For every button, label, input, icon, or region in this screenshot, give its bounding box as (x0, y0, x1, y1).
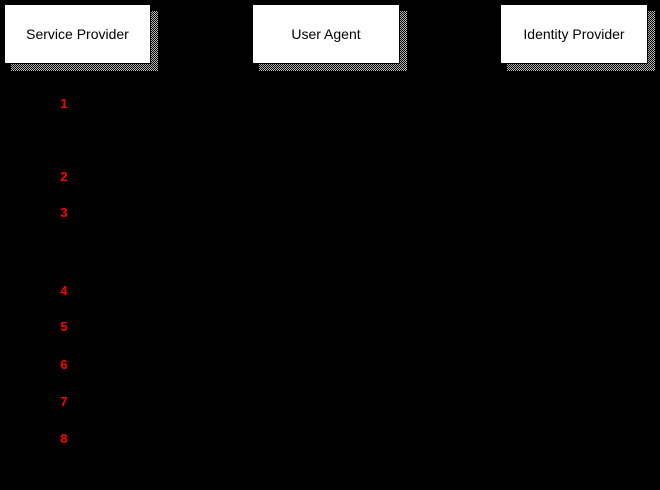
step-number-5: 5 (60, 319, 68, 334)
step-number-8: 8 (60, 431, 68, 446)
participant-user-agent[interactable]: User Agent (252, 4, 407, 71)
step-number-7: 7 (60, 394, 68, 409)
step-number-4: 4 (60, 283, 68, 298)
box-face-user-agent: User Agent (252, 4, 400, 64)
participant-label-identity-provider: Identity Provider (523, 26, 625, 42)
box-face-identity-provider: Identity Provider (500, 4, 648, 64)
box-face-service-provider: Service Provider (4, 4, 151, 64)
participant-service-provider[interactable]: Service Provider (4, 4, 158, 71)
step-number-2: 2 (60, 169, 68, 184)
step-number-1: 1 (60, 96, 68, 111)
participant-identity-provider[interactable]: Identity Provider (500, 4, 655, 71)
lifeline-identity-provider (574, 72, 575, 490)
step-number-6: 6 (60, 357, 68, 372)
lifeline-user-agent (326, 72, 327, 490)
participant-label-service-provider: Service Provider (26, 26, 129, 42)
step-number-3: 3 (60, 205, 68, 220)
lifeline-service-provider (77, 72, 78, 490)
participant-label-user-agent: User Agent (291, 26, 361, 42)
